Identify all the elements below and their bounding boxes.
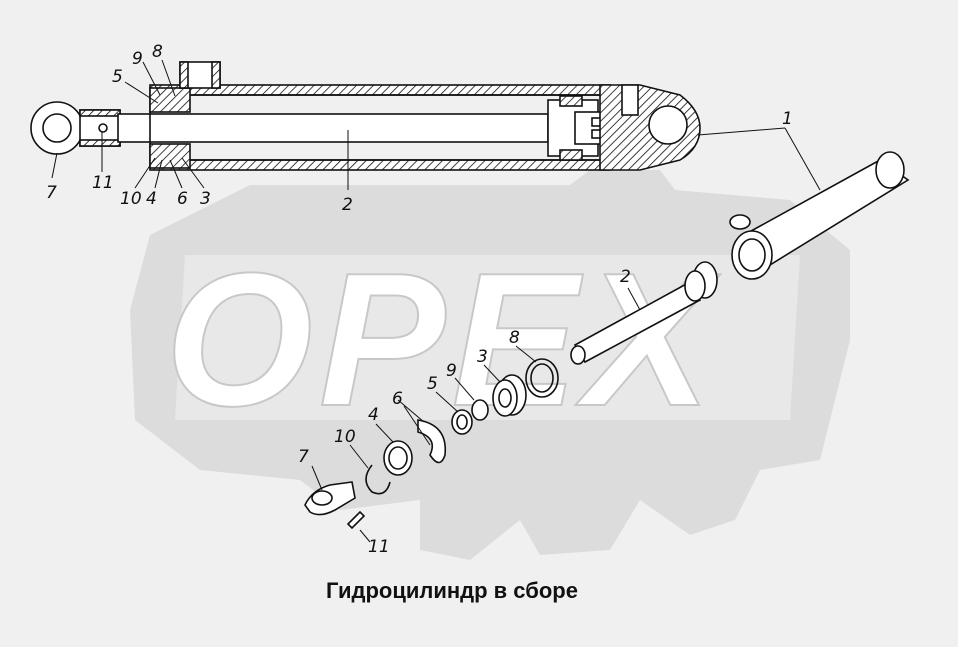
assembled-callouts: 9 8 5 7 11 10 4 6 3 2 1 [46,42,793,215]
callout-5-exploded: 5 [427,374,438,394]
part-3-gland [492,374,527,417]
callout-9-exploded: 9 [446,361,457,381]
part-9-ring [471,399,489,421]
callout-2-exploded: 2 [620,267,631,287]
watermark: OPEX [130,170,850,560]
callout-11-assembled: 11 [92,173,114,193]
rod-eye [30,101,141,155]
callout-8-exploded: 8 [509,328,520,348]
part-11-pin [346,510,366,530]
callout-7-assembled: 7 [46,183,57,203]
watermark-inner-plate [175,255,800,420]
part-2-rod [570,261,718,365]
cylinder-barrel [149,61,701,171]
callout-4-assembled: 4 [146,189,157,209]
part-6-split-ring [417,419,447,464]
callout-2-assembled: 2 [342,195,353,215]
callout-10-exploded: 10 [334,427,356,447]
exploded-callouts: 2 8 3 9 5 6 4 10 7 11 [298,267,631,557]
callout-7-exploded: 7 [298,447,309,467]
exploded-leaders [311,287,641,543]
assembled-leaders [51,59,821,191]
callout-6-assembled: 6 [177,189,188,209]
part-10-circlip [365,464,391,495]
callout-3-exploded: 3 [477,347,488,367]
callout-9-assembled: 9 [132,49,143,69]
callout-4-exploded: 4 [368,405,379,425]
callout-11-exploded: 11 [368,537,390,557]
watermark-text: OPEX [165,234,721,446]
assembled-cylinder [30,61,701,171]
callout-5-assembled: 5 [112,67,123,87]
callout-1-assembled: 1 [782,109,793,129]
part-7-rod-eye [304,481,356,516]
callout-8-assembled: 8 [152,42,163,62]
callout-3-assembled: 3 [200,189,211,209]
diagram-caption: Гидроцилиндр в сборе [326,578,578,603]
part-8-oring [525,358,559,398]
piston-rod [117,113,549,143]
part-1-barrel [729,151,910,280]
callout-6-exploded: 6 [392,389,403,409]
callout-10-assembled: 10 [120,189,142,209]
exploded-view [304,151,910,530]
